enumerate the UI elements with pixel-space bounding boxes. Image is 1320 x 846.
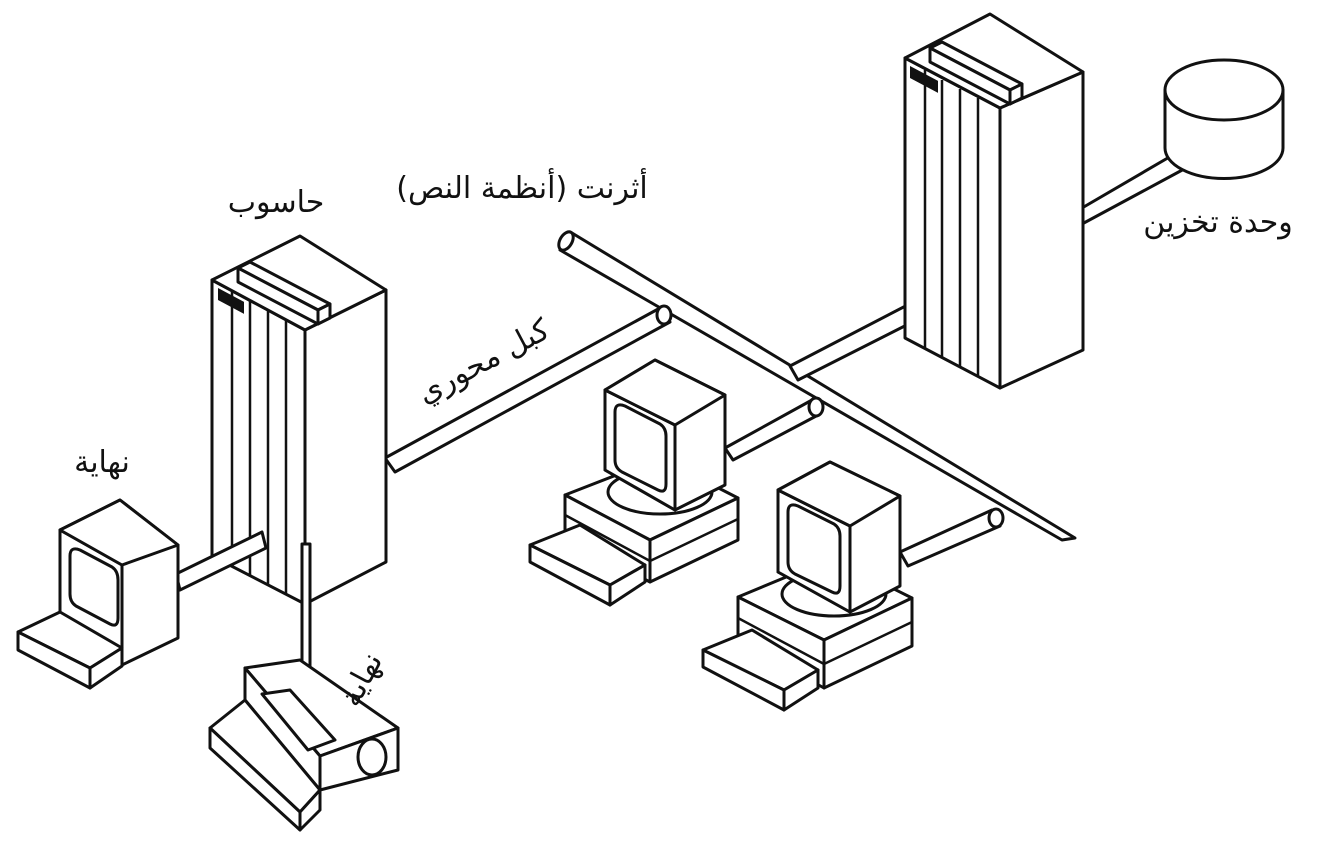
terminal-left	[16, 498, 180, 690]
computer-label: حاسوب	[228, 185, 325, 220]
workstation-1	[528, 358, 740, 607]
terminal-bottom	[208, 658, 400, 832]
workstation1-branch-cable	[723, 396, 825, 462]
storage-unit	[1163, 58, 1285, 180]
coax-cable	[383, 304, 673, 474]
computer-tower-left	[210, 234, 388, 606]
storage-label: وحدة تخزين	[1143, 205, 1293, 240]
server-tower-right	[903, 12, 1085, 390]
workstation-2	[701, 460, 914, 712]
terminal-left-label: نهاية	[74, 445, 130, 480]
ethernet-label: أثرنت (أنظمة النص)	[396, 167, 648, 206]
workstation2-branch-cable	[898, 507, 1005, 568]
ethernet-backbone-cable	[557, 230, 1077, 542]
